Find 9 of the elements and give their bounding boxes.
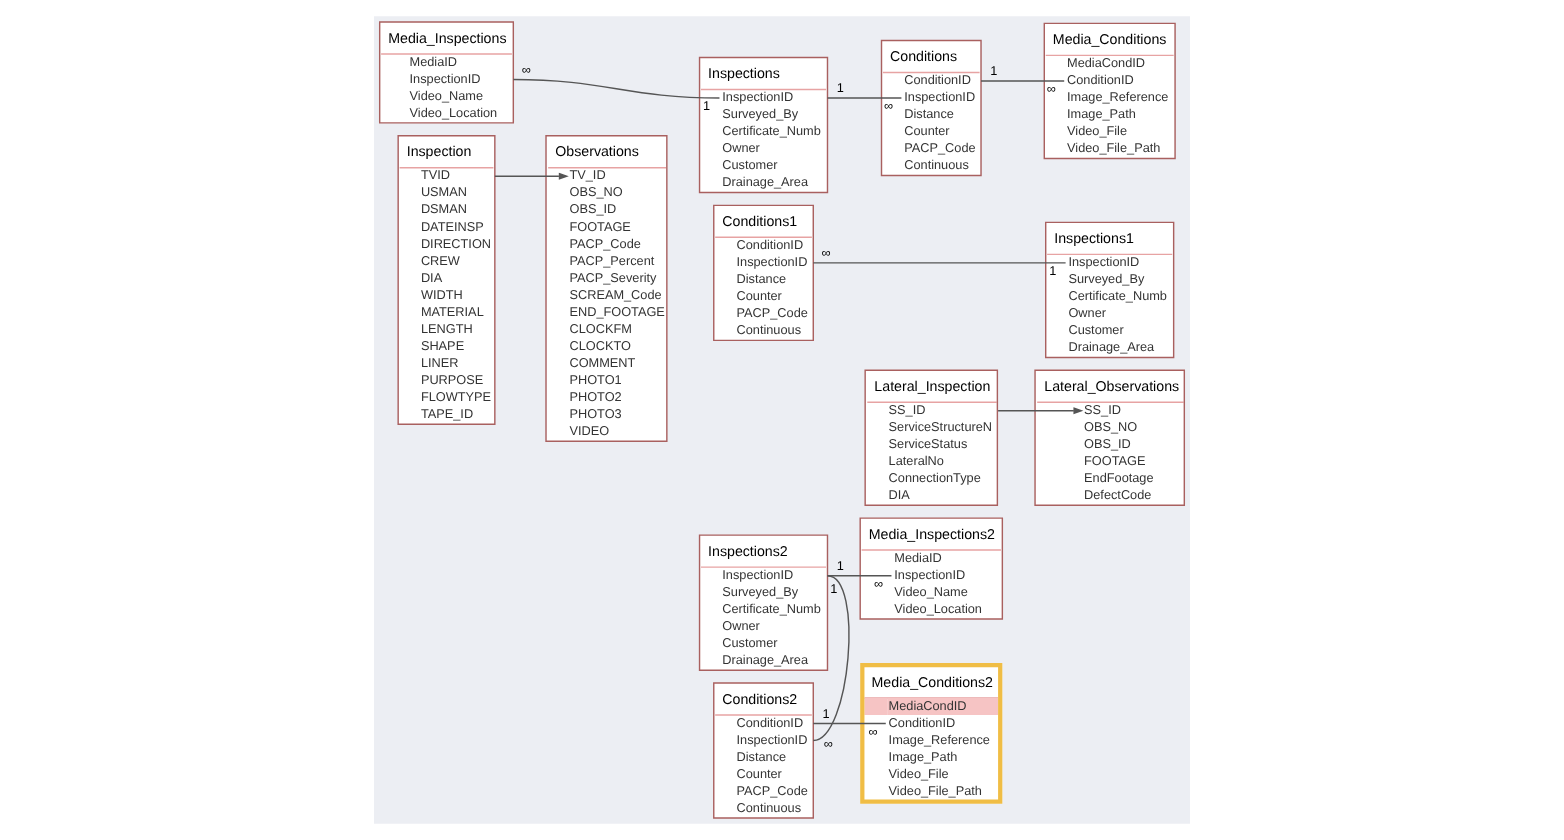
connector [812, 574, 850, 742]
connector [812, 262, 1067, 264]
connector [826, 97, 903, 99]
connector [826, 574, 893, 577]
connector [812, 722, 887, 725]
arrow [494, 172, 569, 180]
connector [980, 80, 1065, 82]
arrow [997, 407, 1084, 415]
connector [512, 78, 721, 99]
